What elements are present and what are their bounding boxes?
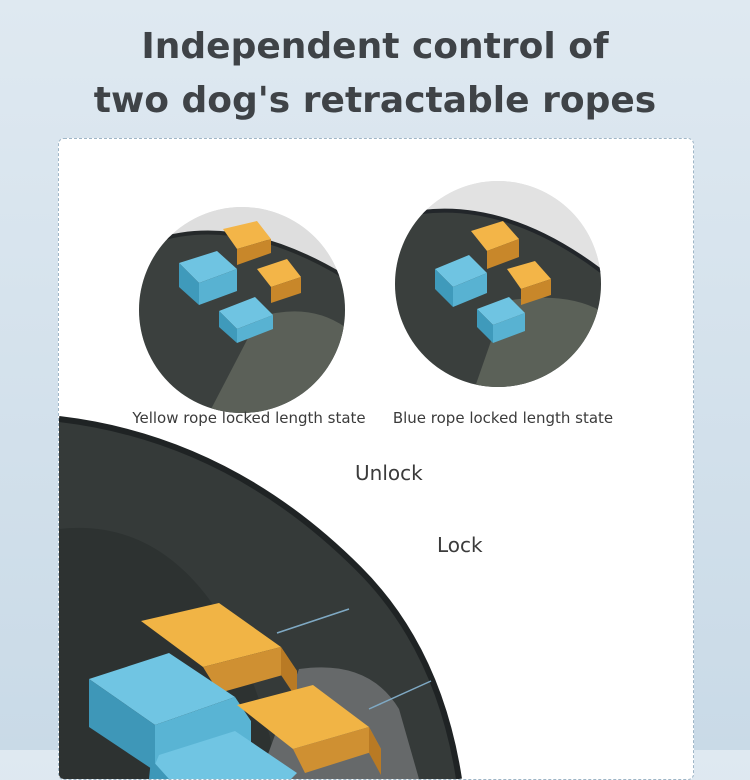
headline-line-2: two dog's retractable ropes (93, 80, 657, 121)
headline-line-1: Independent control of (141, 26, 609, 67)
yellow-locked-caption: Yellow rope locked length state (132, 409, 366, 427)
unlock-label: Unlock (355, 461, 423, 485)
lock-label: Lock (437, 533, 483, 557)
blue-locked-caption: Blue rope locked length state (392, 409, 614, 427)
product-card: Yellow rope locked length state Blue rop… (58, 138, 694, 780)
yellow-locked-photo (139, 207, 345, 413)
page-headline: Independent control of two dog's retract… (0, 20, 750, 128)
blue-locked-photo (395, 181, 601, 387)
